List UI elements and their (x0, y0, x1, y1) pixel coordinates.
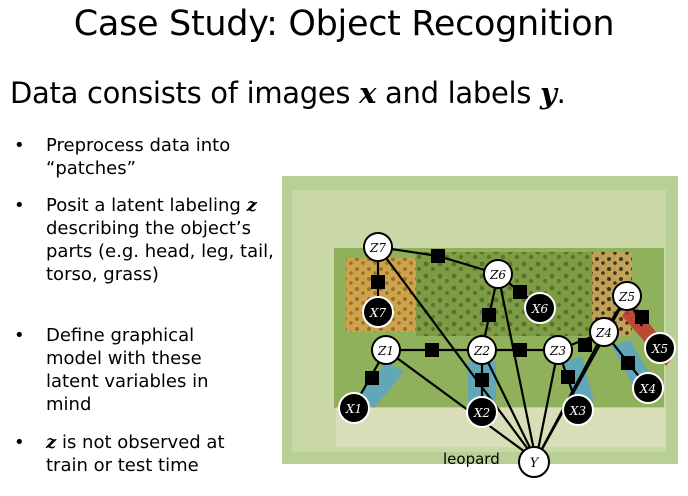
observed-label-x7: X7 (369, 306, 387, 320)
factor-node (635, 310, 649, 324)
factor-node (482, 308, 496, 322)
bullet-var-z: z (46, 432, 57, 453)
latent-node-z7 (363, 232, 393, 262)
label-node-y (518, 446, 550, 478)
observed-node-x7 (362, 296, 394, 328)
graphical-model-figure: Z7 Z6 Z5 Z1 Z2 Z3 Z4 X7 X6 X5 X1 X2 X3 X… (282, 176, 678, 464)
bullet-text-post: is not observed at train or test time (46, 432, 225, 476)
leg-patch (356, 362, 404, 408)
observed-label-x3: X3 (569, 404, 587, 418)
bullet-text-post: describing the object’s parts (e.g. head… (46, 218, 274, 285)
bullet-var-z: z (246, 195, 257, 216)
label-node-y-text: Y (530, 456, 540, 471)
observed-node-x5 (644, 332, 676, 364)
factor-node (621, 356, 635, 370)
bullet-dot: • (14, 135, 25, 156)
latent-label-z3: Z3 (549, 344, 566, 358)
latent-nodes: Z7 Z6 Z5 Z1 Z2 Z3 Z4 (363, 232, 642, 365)
factor-node (578, 338, 592, 352)
latent-label-z7: Z7 (369, 241, 386, 255)
observed-node-x6 (524, 292, 556, 324)
subtitle-var-x: x (359, 76, 377, 110)
bullet-text: Posit a latent labeling z describing the… (46, 194, 276, 286)
subtitle-var-y: y (540, 76, 557, 110)
factor-node (561, 370, 575, 384)
latent-node-z1 (371, 335, 401, 365)
latent-label-z5: Z5 (618, 290, 635, 304)
subtitle-mid: and labels (376, 76, 540, 110)
bullet-dot: • (14, 195, 25, 216)
latent-node-z3 (543, 335, 573, 365)
latent-label-z1: Z1 (377, 344, 394, 358)
observed-node-x4 (632, 372, 664, 404)
latent-label-z6: Z6 (489, 268, 506, 282)
latent-node-z6 (483, 259, 513, 289)
latent-node-z4 (589, 317, 619, 347)
slide-title: Case Study: Object Recognition (73, 4, 615, 44)
factor-node (513, 343, 527, 357)
observed-label-x1: X1 (345, 402, 362, 416)
latent-label-z2: Z2 (473, 344, 490, 358)
bullet-dot: • (14, 432, 25, 453)
observed-nodes: X7 X6 X5 X1 X2 X3 X4 (338, 292, 676, 428)
latent-node-z2 (467, 335, 497, 365)
bullet-text: Preprocess data into “patches” (46, 135, 231, 179)
factor-node (371, 275, 385, 289)
observed-node-x3 (562, 394, 594, 426)
factor-nodes (365, 249, 649, 387)
factor-node (365, 371, 379, 385)
observed-node-x1 (338, 392, 370, 424)
factor-node (513, 285, 527, 299)
subtitle-end: . (556, 76, 566, 110)
observed-label-x2: X2 (473, 406, 490, 420)
bullet-dot: • (14, 325, 25, 346)
bullet-text: Define graphical model with these latent… (46, 325, 209, 415)
bullet-text-pre: Posit a latent labeling (46, 195, 247, 216)
factor-node (425, 343, 439, 357)
label-node-svg: Y (518, 446, 550, 478)
observed-label-x5: X5 (651, 342, 668, 356)
factor-node (475, 373, 489, 387)
factor-node (431, 249, 445, 263)
observed-label-x4: X4 (639, 382, 656, 396)
graphical-model-svg: Z7 Z6 Z5 Z1 Z2 Z3 Z4 X7 X6 X5 X1 X2 X3 X… (282, 176, 678, 464)
slide-subtitle: Data consists of images x and labels y. (10, 76, 566, 110)
observed-node-x2 (466, 396, 498, 428)
class-label-leopard: leopard (443, 450, 500, 468)
observed-label-x6: X6 (531, 302, 549, 316)
subtitle-prefix: Data consists of images (10, 76, 360, 110)
latent-node-z5 (612, 281, 642, 311)
latent-label-z4: Z4 (595, 326, 612, 340)
bullet-text: z is not observed at train or test time (46, 431, 251, 477)
